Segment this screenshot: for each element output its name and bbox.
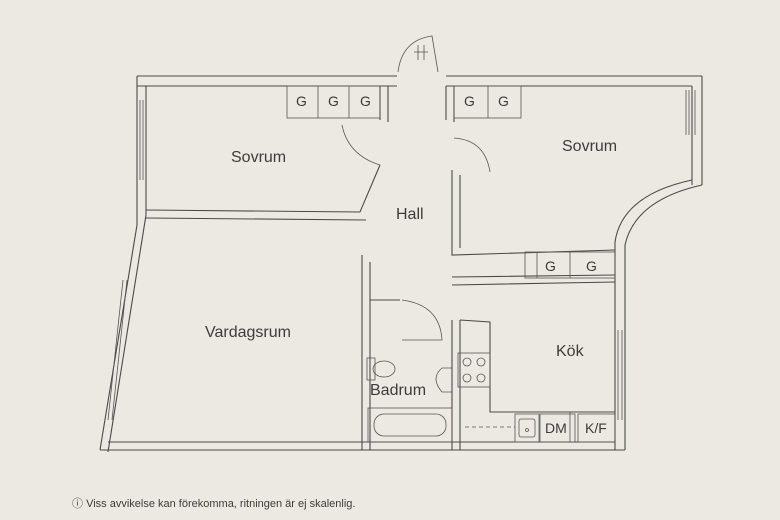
closet-code: G	[586, 258, 597, 274]
info-icon: ⓘ	[72, 498, 83, 510]
room-label-sovrum-left: Sovrum	[231, 149, 286, 166]
entrance-door[interactable]	[397, 35, 439, 73]
room-label-vardagsrum: Vardagsrum	[205, 324, 291, 341]
disclaimer-text: Viss avvikelse kan förekomma, ritningen …	[86, 498, 356, 510]
closet-code: G	[464, 93, 475, 109]
kitchen-sink-icon	[514, 413, 540, 443]
closet-code: G	[296, 93, 307, 109]
closet-code: G	[545, 258, 556, 274]
sink-icon	[435, 367, 452, 393]
toilet-icon	[366, 357, 396, 381]
closet-code: G	[328, 93, 339, 109]
closet-code: G	[360, 93, 371, 109]
room-label-kok: Kök	[556, 343, 585, 360]
kitchen-fixtures: DM K/F	[457, 352, 616, 443]
interior-walls	[145, 86, 616, 450]
room-label-hall: Hall	[396, 206, 424, 223]
closet-code: G	[498, 93, 509, 109]
disclaimer-note: ⓘ Viss avvikelse kan förekomma, ritninge…	[72, 495, 355, 511]
bathtub-icon	[367, 407, 453, 443]
stove-icon	[457, 352, 491, 388]
room-label-badrum: Badrum	[370, 382, 426, 399]
fridge-freezer-label: K/F	[585, 420, 607, 436]
closet-top-right: G G	[453, 85, 522, 119]
dishwasher-label: DM	[545, 420, 567, 436]
room-label-sovrum-right: Sovrum	[562, 138, 617, 155]
door-swings	[341, 124, 491, 341]
closet-bottom-right: G G	[524, 251, 616, 279]
windows	[107, 90, 696, 421]
closet-left: G G G	[286, 85, 381, 119]
bathroom-fixtures	[366, 357, 453, 443]
